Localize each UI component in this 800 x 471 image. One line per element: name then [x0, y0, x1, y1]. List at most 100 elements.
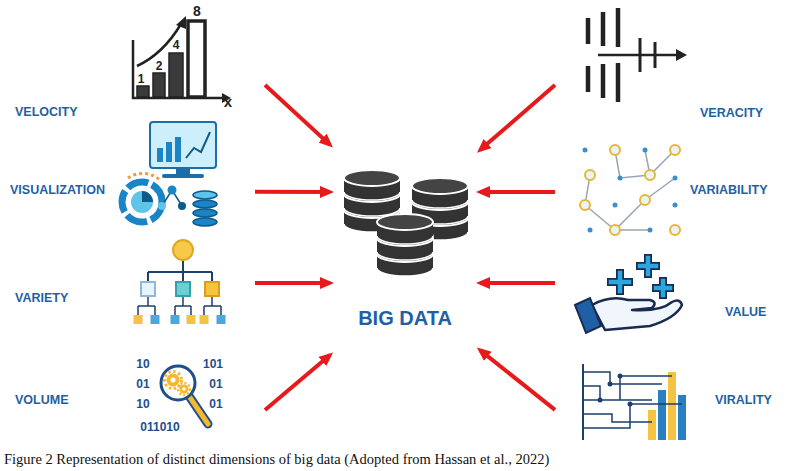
flow-arrow: [480, 85, 555, 150]
variability-dots-icon-part: [585, 170, 595, 180]
variability-dots-icon-part: [610, 225, 620, 235]
visualization-icon-part: [186, 132, 210, 158]
visualization-icon-part: [166, 142, 172, 162]
variety-tree-icon-part: [151, 315, 160, 324]
variety-tree-icon-part: [173, 240, 193, 260]
hub-node: BIG DATA: [330, 135, 480, 360]
flow-arrow: [255, 281, 330, 285]
dimension-node: VISUALIZATION: [8, 118, 255, 235]
variability-dots-icon-part: [613, 203, 618, 208]
virality-icon-part: [658, 390, 666, 440]
flow-arrow: [480, 281, 555, 285]
visualization-icon-part: [176, 168, 190, 174]
database-icon-part: [377, 214, 433, 244]
volume-magnifier-icon-part: [189, 396, 208, 424]
virality-icon-part: [618, 374, 623, 379]
dimension-label: VOLUME: [15, 392, 68, 409]
variability-dots-icon-part: [673, 176, 678, 181]
dimension-label: VIRALITY: [715, 392, 772, 409]
dimension-label: VARIETY: [15, 290, 68, 307]
visualization-icon-part: [193, 191, 217, 199]
dimension-node: VARIABILITY: [555, 125, 795, 235]
flow-arrow: [480, 350, 555, 410]
axis-number: 2: [156, 60, 163, 72]
variety-tree-icon-part: [187, 315, 196, 324]
visualization-icon-part: [142, 191, 153, 202]
value-hand-icon-part: [611, 258, 670, 295]
variability-dots-icon-part: [645, 170, 655, 180]
database-icon: [344, 170, 468, 276]
variability-dots-icon-part: [643, 148, 648, 153]
velocity-chart-icon-part: [188, 21, 205, 97]
dimension-node: VALUE: [555, 245, 795, 345]
variability-dots-icon-part: [618, 176, 623, 181]
visualization-icon-part: [168, 186, 177, 195]
virality-icon: [583, 364, 686, 440]
variability-dots-icon: [580, 145, 680, 235]
hub-label: BIG DATA: [330, 306, 480, 330]
variability-dots-icon-part: [670, 145, 680, 155]
volume-magnifier-icon-part: [171, 378, 176, 383]
binary-digits: 011010: [140, 421, 179, 433]
axis-number: 8: [193, 4, 201, 18]
variety-tree-icon-part: [141, 282, 155, 296]
dimension-node: VERACITY: [555, 0, 795, 125]
value-hand-icon-part: [592, 298, 682, 330]
binary-digits: 10: [136, 398, 149, 410]
velocity-chart-icon-part: [169, 53, 183, 97]
virality-icon-part: [598, 398, 603, 403]
volume-magnifier-icon-part: [189, 396, 208, 424]
visualization-icon-part: [158, 202, 166, 210]
visualization-icon-part: [122, 182, 162, 222]
variety-tree-icon-part: [148, 258, 212, 282]
visualization-icon: [122, 122, 217, 226]
velocity-chart-icon-part: [176, 16, 186, 29]
veracity-icon: [588, 8, 687, 102]
volume-magnifier-icon-part: [182, 387, 186, 391]
flow-arrow: [480, 190, 555, 194]
velocity-chart-icon-part: [133, 40, 222, 98]
visualization-icon-part: [175, 137, 181, 162]
axis-number: 4: [173, 39, 180, 51]
dimension-label: VALUE: [725, 304, 766, 321]
axis-letter: x: [224, 94, 232, 109]
volume-magnifier-icon: [161, 366, 208, 424]
variety-tree-icon-part: [217, 315, 226, 324]
variability-dots-icon-part: [673, 203, 678, 208]
virality-icon-part: [628, 402, 633, 407]
value-hand-icon: [575, 258, 682, 333]
dimension-label: VELOCITY: [15, 104, 78, 121]
visualization-icon-part: [162, 174, 204, 178]
variability-dots-icon-part: [610, 145, 620, 155]
variability-dots-icon-part: [648, 228, 653, 233]
veracity-icon-part: [598, 54, 677, 57]
visualization-icon-part: [193, 218, 217, 226]
volume-magnifier-icon-part: [167, 374, 180, 387]
figure-caption: Figure 2 Representation of distinct dime…: [4, 450, 549, 468]
virality-icon-part: [678, 395, 686, 440]
variability-dots-icon-part: [640, 195, 650, 205]
virality-icon-part: [668, 372, 676, 440]
velocity-chart-icon-part: [153, 73, 165, 97]
visualization-icon-part: [128, 173, 160, 180]
flow-arrow: [255, 190, 330, 194]
variety-tree-icon-part: [176, 282, 190, 296]
visualization-icon-part: [193, 200, 217, 208]
binary-digits: 01: [136, 378, 149, 390]
virality-icon-part: [583, 372, 682, 428]
volume-magnifier-icon-part: [178, 383, 190, 395]
visualization-icon-part: [131, 191, 153, 213]
binary-digits: 10: [136, 358, 149, 370]
variety-tree-icon-part: [205, 282, 219, 296]
velocity-chart-icon: [133, 16, 231, 103]
dimension-label: VARIABILITY: [690, 182, 768, 199]
flow-arrow: [265, 355, 330, 410]
variability-dots-icon-part: [670, 225, 680, 235]
variability-dots-icon-part: [580, 200, 590, 210]
database-icon-part: [344, 170, 400, 200]
variability-dots-icon-part: [585, 150, 675, 230]
